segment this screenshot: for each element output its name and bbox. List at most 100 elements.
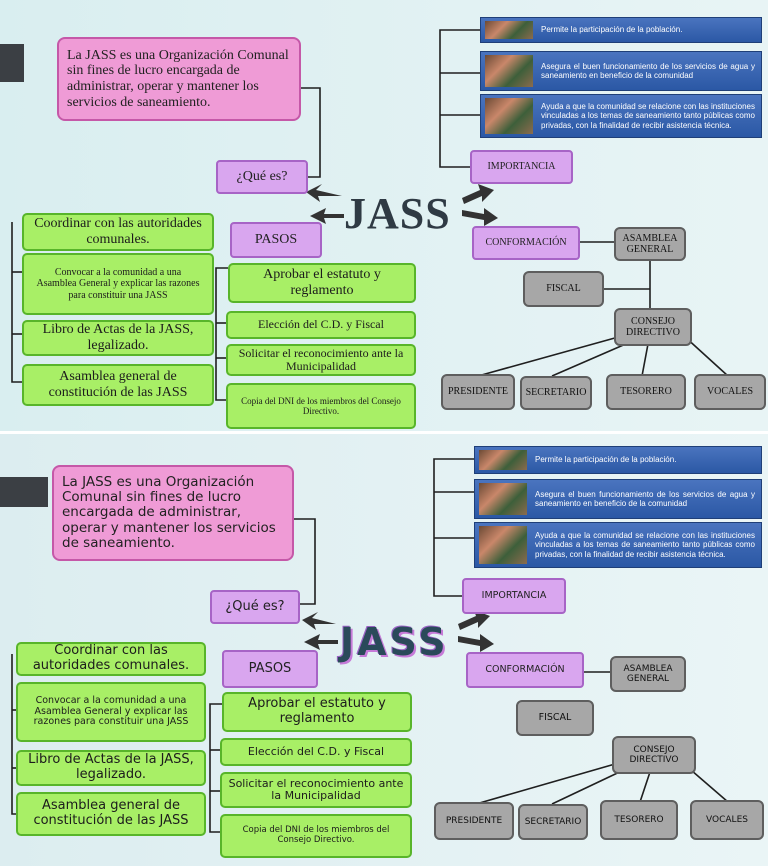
definition-text: La JASS es una Organización Comunal sin … — [62, 474, 276, 551]
importancia-item-text: Ayuda a que la comunidad se relacione co… — [541, 102, 755, 130]
left-step-text: Asamblea general de constitución de las … — [33, 798, 189, 828]
left-step-3: Libro de Actas de la JASS, legalizado. — [16, 750, 206, 786]
left-step-text: Coordinar con las autoridades comunales. — [32, 643, 190, 673]
member-label: VOCALES — [706, 386, 754, 398]
right-step-1: Aprobar el estatuto y reglamento — [228, 263, 416, 303]
right-step-text: Elección del C.D. y Fiscal — [258, 317, 384, 332]
definition-text: La JASS es una Organización Comunal sin … — [67, 47, 289, 110]
decorative-dark-bar — [0, 44, 24, 82]
conformacion-label: CONFORMACIÓN — [485, 663, 565, 675]
consejo-label: CONSEJO DIRECTIVO — [629, 744, 679, 765]
que-es-box: ¿Qué es? — [216, 160, 308, 194]
community-photo — [485, 98, 533, 134]
definition-box: La JASS es una Organización Comunal sin … — [52, 465, 294, 561]
community-photo — [479, 450, 527, 470]
community-photo — [479, 526, 527, 564]
conformacion-box: CONFORMACIÓN — [472, 226, 580, 260]
que-es-label: ¿Qué es? — [225, 598, 285, 614]
importancia-box: IMPORTANCIA — [470, 150, 573, 184]
member-label: SECRETARIO — [524, 816, 582, 827]
left-step-text: Convocar a la comunidad a una Asamblea G… — [36, 267, 200, 301]
member-label: PRESIDENTE — [448, 386, 508, 398]
left-step-text: Convocar a la comunidad a una Asamblea G… — [33, 695, 189, 728]
right-step-2: Elección del C.D. y Fiscal — [220, 738, 412, 766]
community-photo — [479, 483, 527, 515]
right-step-4: Copia del DNI de los miembros del Consej… — [226, 383, 416, 429]
right-step-text: Copia del DNI de los miembros del Consej… — [241, 395, 401, 416]
panel-separator — [0, 431, 768, 435]
importancia-item-text: Asegura el buen funcionamiento de los se… — [541, 61, 755, 80]
member-presidente: PRESIDENTE — [441, 374, 515, 410]
consejo-label: CONSEJO DIRECTIVO — [626, 315, 680, 338]
importancia-item-2: Asegura el buen funcionamiento de los se… — [474, 479, 762, 519]
right-step-3: Solicitar el reconocimiento ante la Muni… — [226, 344, 416, 376]
left-step-1: Coordinar con las autoridades comunales. — [16, 642, 206, 676]
member-tesorero: TESORERO — [600, 800, 678, 840]
connector-lines — [11, 29, 729, 401]
asamblea-box: ASAMBLEA GENERAL — [614, 227, 686, 261]
community-photo — [485, 55, 533, 87]
member-vocales: VOCALES — [694, 374, 766, 410]
concept-map-panel-1: La JASS es una Organización Comunal sin … — [0, 0, 768, 432]
community-photo — [485, 21, 533, 39]
right-step-text: Elección del C.D. y Fiscal — [247, 744, 385, 758]
connector-lines — [11, 458, 729, 833]
importancia-label: IMPORTANCIA — [481, 589, 547, 601]
member-secretario: SECRETARIO — [518, 804, 588, 840]
right-step-1: Aprobar el estatuto y reglamento — [222, 692, 412, 732]
decorative-dark-bar — [0, 477, 48, 507]
asamblea-label: ASAMBLEA GENERAL — [622, 232, 678, 255]
right-step-text: Copia del DNI de los miembros del Consej… — [242, 825, 390, 845]
member-presidente: PRESIDENTE — [434, 802, 514, 840]
left-step-text: Libro de Actas de la JASS, legalizado. — [42, 322, 194, 353]
right-step-text: Solicitar el reconocimiento ante la Muni… — [238, 345, 404, 373]
fiscal-label: FISCAL — [546, 283, 581, 295]
member-tesorero: TESORERO — [606, 374, 686, 410]
asamblea-label: ASAMBLEA GENERAL — [623, 663, 673, 684]
member-label: VOCALES — [706, 814, 748, 825]
asamblea-box: ASAMBLEA GENERAL — [610, 656, 686, 692]
consejo-box: CONSEJO DIRECTIVO — [612, 736, 696, 774]
pasos-box: PASOS — [222, 650, 318, 688]
right-step-4: Copia del DNI de los miembros del Consej… — [220, 814, 412, 858]
conformacion-label: CONFORMACIÓN — [485, 237, 567, 249]
left-step-text: Libro de Actas de la JASS, legalizado. — [28, 752, 194, 782]
central-title: JASS — [340, 620, 449, 664]
left-step-1: Coordinar con las autoridades comunales. — [22, 213, 214, 251]
que-es-box: ¿Qué es? — [210, 590, 300, 624]
right-step-text: Solicitar el reconocimiento ante la Muni… — [228, 776, 404, 802]
importancia-box: IMPORTANCIA — [462, 578, 566, 614]
importancia-item-text: Ayuda a que la comunidad se relacione co… — [535, 531, 755, 559]
conformacion-box: CONFORMACIÓN — [466, 652, 584, 688]
member-label: TESORERO — [620, 386, 672, 398]
member-label: SECRETARIO — [525, 387, 587, 399]
importancia-item-text: Permite la participación de la población… — [541, 25, 683, 35]
central-title: JASS — [344, 189, 451, 238]
fiscal-label: FISCAL — [538, 711, 572, 723]
fiscal-box: FISCAL — [516, 700, 594, 736]
que-es-label: ¿Qué es? — [236, 169, 288, 185]
left-step-text: Coordinar con las autoridades comunales. — [34, 216, 202, 247]
definition-box: La JASS es una Organización Comunal sin … — [57, 37, 301, 121]
importancia-item-text: Asegura el buen funcionamiento de los se… — [535, 489, 755, 508]
pasos-label: PASOS — [254, 232, 298, 248]
importancia-item-1: Permite la participación de la población… — [480, 17, 762, 43]
importancia-item-text: Permite la participación de la población… — [535, 455, 677, 465]
right-step-2: Elección del C.D. y Fiscal — [226, 311, 416, 339]
left-step-4: Asamblea general de constitución de las … — [22, 364, 214, 406]
pasos-label: PASOS — [248, 660, 292, 676]
left-step-2: Convocar a la comunidad a una Asamblea G… — [22, 253, 214, 315]
fiscal-box: FISCAL — [523, 271, 604, 307]
member-vocales: VOCALES — [690, 800, 764, 840]
importancia-item-3: Ayuda a que la comunidad se relacione co… — [474, 522, 762, 568]
member-label: PRESIDENTE — [445, 815, 503, 826]
concept-map-panel-2: La JASS es una Organización Comunal sin … — [0, 434, 768, 866]
left-step-4: Asamblea general de constitución de las … — [16, 792, 206, 836]
importancia-label: IMPORTANCIA — [487, 161, 556, 173]
left-step-3: Libro de Actas de la JASS, legalizado. — [22, 320, 214, 356]
member-secretario: SECRETARIO — [520, 376, 592, 410]
importancia-item-2: Asegura el buen funcionamiento de los se… — [480, 51, 762, 91]
member-label: TESORERO — [614, 814, 664, 825]
consejo-box: CONSEJO DIRECTIVO — [614, 308, 692, 346]
right-step-text: Aprobar el estatuto y reglamento — [263, 267, 381, 298]
